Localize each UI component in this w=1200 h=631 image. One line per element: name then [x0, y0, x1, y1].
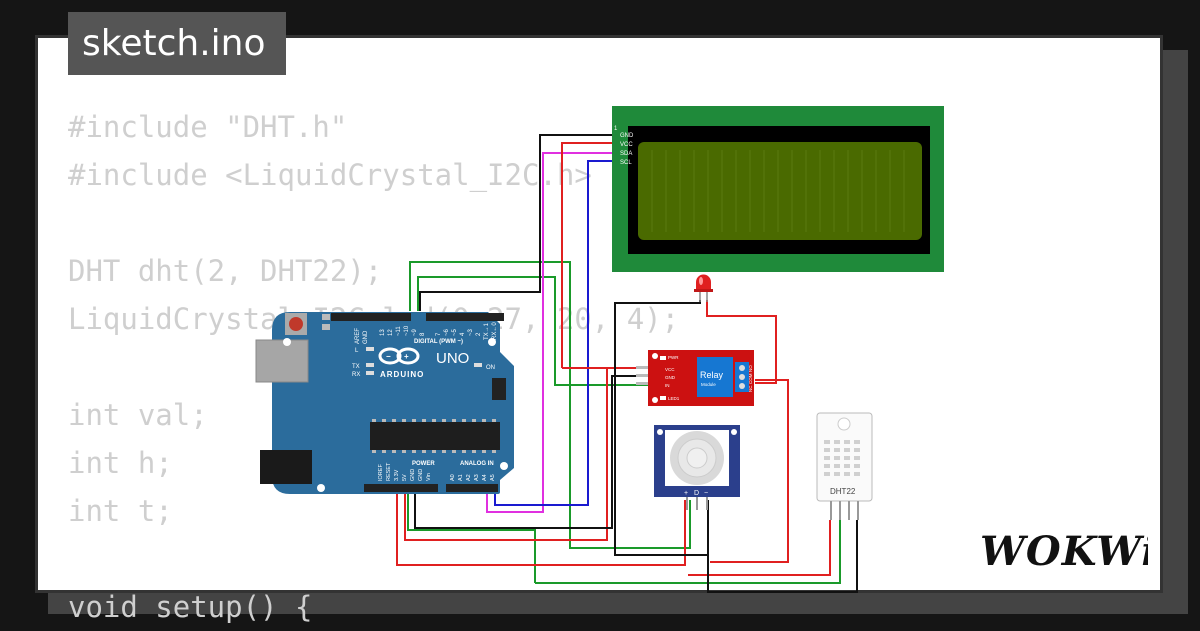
digital-pin-13: 13 [380, 329, 386, 336]
lcd-display[interactable]: 1 GND VCC SDA SCL [612, 106, 944, 272]
analog-pin-a3: A3 [474, 474, 480, 481]
analog-pin-a4: A4 [482, 474, 488, 481]
code-line-7: int val; [68, 398, 208, 432]
wire-green-3[interactable] [535, 520, 841, 584]
analog-pin-a0: A0 [450, 474, 456, 481]
relay-pwr-label: PWR [668, 355, 679, 360]
digital-pin-12: 12 [388, 329, 394, 336]
pir-pin-data: D [694, 490, 699, 497]
relay-terminal-no: NO [748, 365, 753, 372]
wire-green-1[interactable] [409, 261, 691, 549]
analog-pin-a2: A2 [466, 474, 472, 481]
wire-magenta[interactable] [486, 152, 615, 513]
code-line-11: void setup() { [68, 590, 313, 624]
wire-black-5[interactable] [707, 500, 858, 593]
pir-motion-sensor[interactable]: + D − [654, 425, 740, 510]
power-pin-ioref: IOREF [378, 464, 384, 481]
wokwi-logo-text: WOKWi [980, 528, 1148, 575]
power-pin-vin: Vin [426, 473, 432, 481]
power-label: POWER [412, 461, 435, 467]
dht-label: DHT22 [830, 487, 856, 496]
pir-pin-gnd: − [704, 490, 708, 497]
relay-terminal-com: COM [748, 373, 753, 384]
power-pin-reset: RESET [386, 462, 392, 481]
atmega-chip [370, 422, 500, 450]
usb-port [255, 339, 309, 383]
lcd-corner-label: 1 [614, 126, 618, 132]
lcd-pin-vcc: VCC [620, 142, 633, 148]
analog-label: ANALOG IN [460, 461, 494, 467]
digital-pin-0: RX←0 [492, 322, 498, 340]
pir-pin-vcc: + [684, 490, 688, 497]
aref-label: AREF [355, 328, 361, 344]
wire-red-5[interactable] [688, 520, 831, 576]
relay-pin-gnd: GND [665, 375, 676, 380]
digital-pin-1: TX→1 [484, 322, 490, 340]
wires [396, 134, 858, 593]
digital-pin-10: ~10 [404, 325, 410, 336]
l-led-label: L [355, 348, 359, 354]
relay-module[interactable]: Relay Module PWR VCC GND IN LED1 NC COM … [636, 350, 754, 406]
tx-led-label: TX [352, 364, 360, 370]
code-line-5: LiquidCrystal_I2C lcd(0x27, 20, 4); [68, 302, 680, 336]
wire-red-4[interactable] [404, 368, 608, 541]
digital-pin-11: ~11 [396, 326, 402, 336]
red-led[interactable] [694, 274, 713, 302]
power-pin-gnd2: GND [418, 469, 424, 481]
power-pin-5v: 5V [402, 474, 408, 481]
svg-text:+: + [404, 352, 409, 361]
lcd-pin-scl: SCL [620, 160, 632, 166]
file-tab[interactable]: sketch.ino [68, 12, 286, 75]
lcd-pin-gnd: GND [620, 133, 634, 139]
code-line-8: int h; [68, 446, 173, 480]
wire-black-4[interactable] [419, 134, 577, 311]
digital-pin-7: 7 [436, 332, 442, 336]
wire-black-3[interactable] [414, 375, 648, 529]
digital-pin-2: 2 [476, 332, 482, 336]
digital-pin-8: 8 [420, 332, 426, 336]
digital-label: DIGITAL (PWM ~) [414, 339, 463, 345]
analog-pin-a5: A5 [490, 474, 496, 481]
code-line-2: #include <LiquidCrystal_I2C.h> [68, 158, 592, 192]
relay-led-label: LED1 [668, 396, 680, 401]
digital-pin-4: 4 [460, 332, 466, 336]
power-pin-3v3: 3.3V [394, 469, 400, 481]
relay-title: Relay [700, 370, 724, 380]
digital-pin-5: ~5 [452, 328, 458, 336]
on-label: ON [486, 365, 495, 371]
svg-text:−: − [386, 352, 391, 361]
wire-red-3[interactable] [396, 490, 686, 566]
relay-pin-vcc: VCC [665, 367, 675, 372]
arduino-uno-board[interactable]: AREF GND 13 12 ~11 ~10 ~9 8 7 ~6 ~5 4 ~3… [255, 312, 514, 494]
code-line-9: int t; [68, 494, 173, 528]
wokwi-logo: WOKWi [980, 528, 1148, 575]
wire-green-4[interactable] [407, 490, 536, 583]
code-editor[interactable]: #include "DHT.h" #include <LiquidCrystal_… [68, 103, 679, 631]
lcd-pin-sda: SDA [620, 151, 632, 157]
digital-pin-9: ~9 [412, 328, 418, 336]
dht22-sensor[interactable]: DHT22 [816, 412, 873, 520]
digital-pin-3: ~3 [468, 328, 474, 336]
code-line-1: #include "DHT.h" [68, 110, 348, 144]
relay-pin-in: IN [665, 383, 670, 388]
wire-red-7[interactable] [710, 379, 789, 563]
relay-terminal-nc: NC [748, 385, 753, 392]
power-jack [260, 450, 312, 484]
code-line-4: DHT dht(2, DHT22); [68, 254, 383, 288]
wire-red-1[interactable] [561, 142, 615, 368]
editor-window [35, 35, 1163, 593]
wire-blue[interactable] [494, 160, 615, 506]
power-pin-gnd1: GND [410, 469, 416, 481]
arduino-logo: − + [378, 347, 420, 365]
rx-led-label: RX [352, 372, 360, 378]
gnd-label: GND [363, 330, 369, 344]
analog-pin-a1: A1 [458, 474, 464, 481]
board-brand: ARDUINO [380, 370, 424, 379]
board-model: UNO [436, 350, 469, 367]
relay-subtitle: Module [701, 382, 716, 387]
wire-green-2[interactable] [417, 276, 648, 386]
wire-red-6[interactable] [706, 300, 777, 384]
digital-pin-6: ~6 [444, 328, 450, 336]
